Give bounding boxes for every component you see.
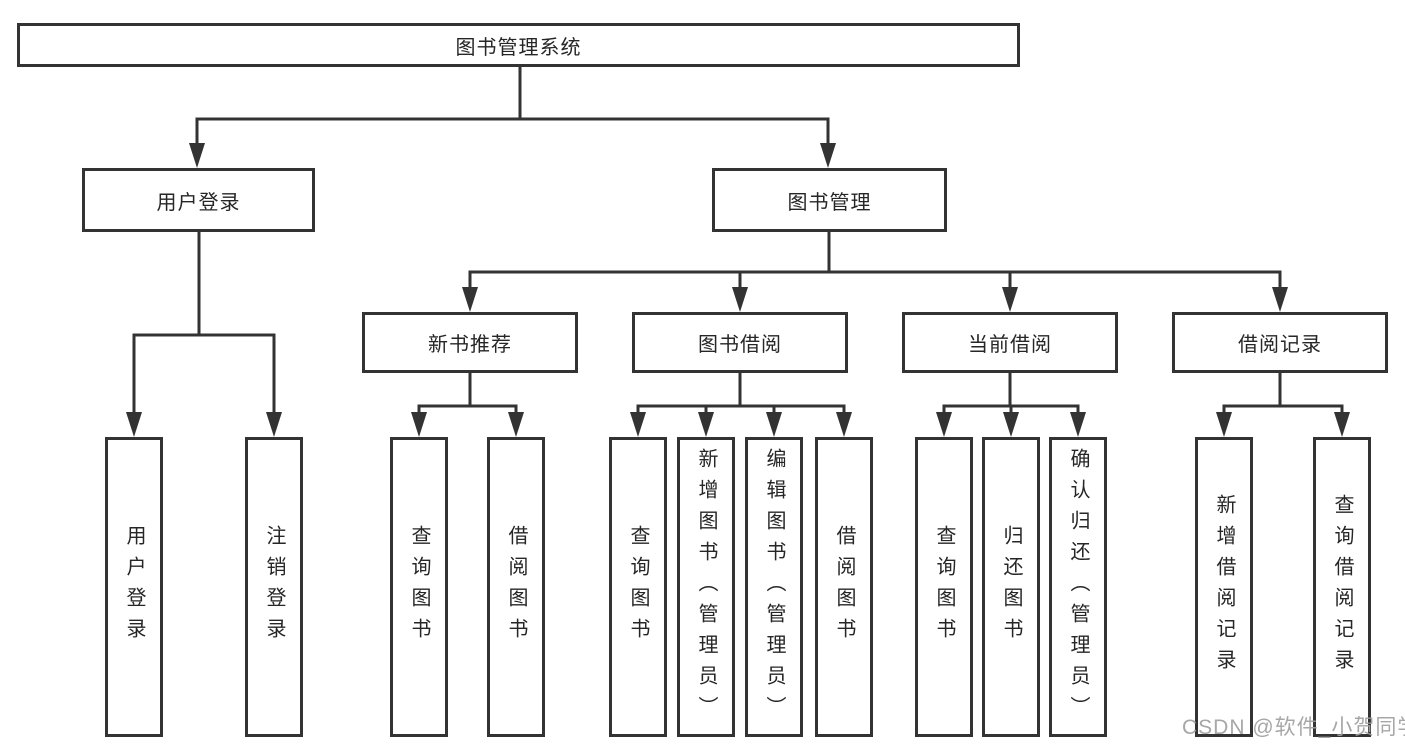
leaf-query-books-current: 查询图书 (915, 437, 973, 737)
leaf-query-borrow-record-label: 查询借阅记录 (1331, 494, 1353, 680)
node-book-management: 图书管理 (712, 168, 947, 232)
node-user-login: 用户登录 (82, 168, 315, 232)
node-new-book-recommend: 新书推荐 (362, 312, 578, 373)
arrowheads (126, 143, 1350, 437)
connector-paths (132, 67, 1344, 416)
leaf-query-books-borrow: 查询图书 (609, 437, 667, 737)
leaf-borrow-books: 借阅图书 (815, 437, 873, 737)
leaf-user-login: 用户登录 (105, 437, 163, 737)
leaf-return-book: 归还图书 (982, 437, 1040, 737)
leaf-logout: 注销登录 (245, 437, 303, 737)
watermark: CSDN @软件_小贺同学 (1182, 716, 1405, 739)
leaf-edit-book-admin: 编辑图书（管理员） (745, 437, 803, 737)
node-user-login-label: 用户登录 (156, 191, 241, 214)
node-current-borrow-label: 当前借阅 (968, 334, 1052, 356)
node-new-book-recommend-label: 新书推荐 (428, 334, 512, 356)
leaf-add-book-admin-label: 新增图书（管理员） (695, 447, 717, 727)
leaf-borrow-books-recommend: 借阅图书 (487, 437, 545, 737)
leaf-edit-book-admin-label: 编辑图书（管理员） (763, 447, 785, 727)
leaf-return-book-label: 归还图书 (1000, 525, 1022, 649)
leaf-add-borrow-record: 新增借阅记录 (1195, 437, 1253, 737)
node-borrow-records-label: 借阅记录 (1238, 334, 1322, 356)
node-book-management-label: 图书管理 (787, 191, 872, 214)
leaf-confirm-return-admin-label: 确认归还（管理员） (1067, 447, 1089, 727)
leaf-add-book-admin: 新增图书（管理员） (677, 437, 735, 737)
node-book-borrow-label: 图书借阅 (698, 334, 782, 356)
leaf-query-borrow-record: 查询借阅记录 (1313, 437, 1371, 737)
node-root-label: 图书管理系统 (455, 36, 582, 59)
leaf-query-books-borrow-label: 查询图书 (627, 525, 649, 649)
leaf-user-login-label: 用户登录 (123, 525, 145, 649)
leaf-query-books-current-label: 查询图书 (933, 525, 955, 649)
leaf-confirm-return-admin: 确认归还（管理员） (1049, 437, 1107, 737)
node-current-borrow: 当前借阅 (902, 312, 1118, 373)
node-borrow-records: 借阅记录 (1172, 312, 1388, 373)
node-book-borrow: 图书借阅 (632, 312, 848, 373)
leaf-borrow-books-label: 借阅图书 (833, 525, 855, 649)
node-root: 图书管理系统 (17, 23, 1020, 67)
leaf-add-borrow-record-label: 新增借阅记录 (1213, 494, 1235, 680)
leaf-borrow-books-recommend-label: 借阅图书 (505, 525, 527, 649)
leaf-query-books-recommend: 查询图书 (390, 437, 448, 737)
leaf-logout-label: 注销登录 (263, 525, 285, 649)
leaf-query-books-recommend-label: 查询图书 (408, 525, 430, 649)
